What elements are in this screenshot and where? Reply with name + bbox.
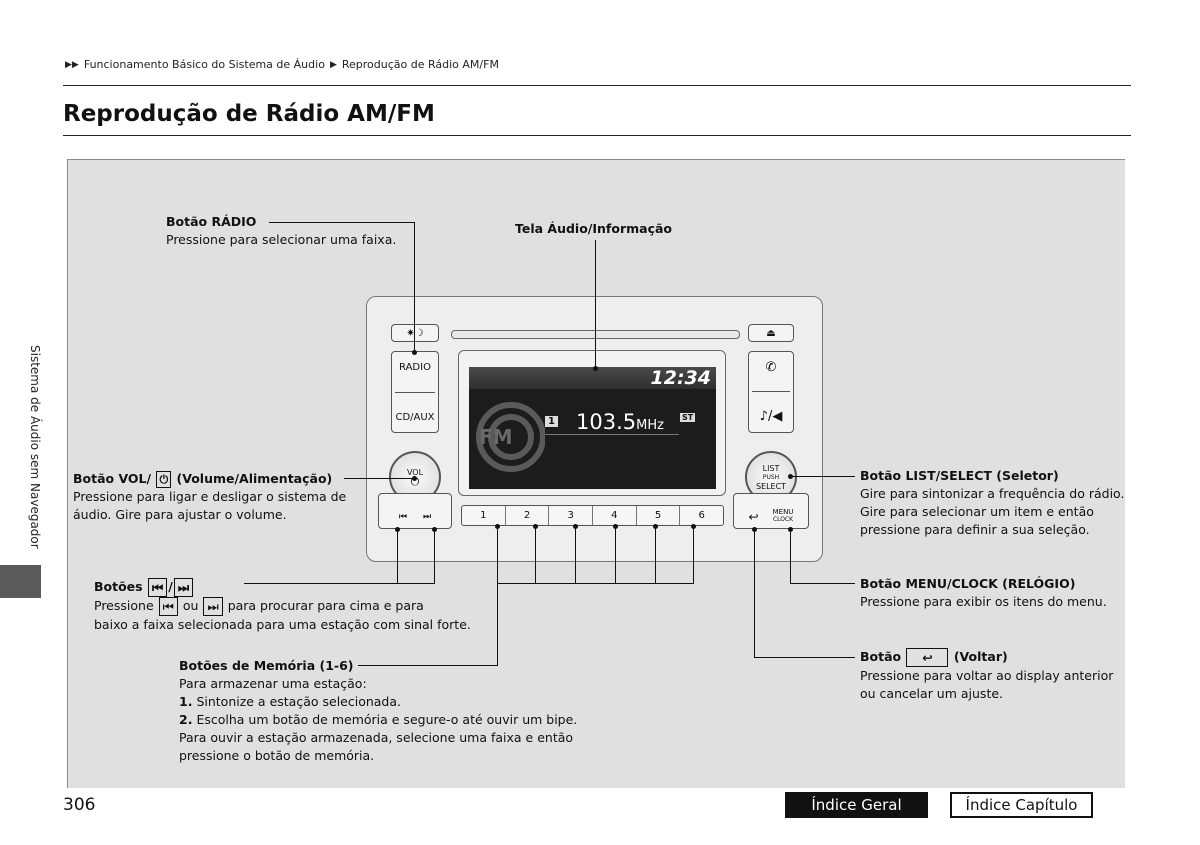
chapter-side-label: Sistema de Áudio sem Navegador bbox=[28, 345, 42, 549]
screen-clock: 12:34 bbox=[650, 367, 711, 389]
screen-top-bar: 12:34 bbox=[469, 367, 716, 389]
index-general-button[interactable]: Índice Geral bbox=[785, 792, 928, 818]
brightness-button: ✷☽ bbox=[391, 324, 439, 342]
eject-icon: ⏏ bbox=[766, 327, 776, 339]
screen-callout: Tela Áudio/Informação bbox=[515, 221, 673, 236]
cd-aux-button: CD/AUX bbox=[395, 411, 435, 423]
page-title: Reprodução de Rádio AM/FM bbox=[63, 101, 435, 127]
breadcrumb-arrows-icon: ▶▶ bbox=[65, 59, 79, 70]
radio-button: RADIO bbox=[399, 361, 431, 373]
preset-button-3: 3 bbox=[549, 506, 594, 525]
preset-button-4: 4 bbox=[593, 506, 637, 525]
audio-info-screen: 12:34 FM 1 103.5MHz ST bbox=[469, 367, 716, 489]
breadcrumb: ▶▶ Funcionamento Básico do Sistema de Áu… bbox=[65, 58, 499, 71]
frequency-readout: 103.5MHz bbox=[576, 410, 664, 434]
chapter-tab-marker bbox=[0, 565, 41, 598]
phone-media-button-group: ✆ ♪/◀ bbox=[748, 351, 794, 433]
power-icon: ⏻ bbox=[410, 475, 420, 488]
seek-back-icon: ⏮ bbox=[147, 578, 168, 597]
seek-buttons: ⏮⏭ bbox=[378, 493, 452, 529]
power-icon: ⏻ bbox=[156, 471, 172, 488]
back-callout: Botão ↩ (Voltar) Pressione para voltar a… bbox=[860, 648, 1114, 701]
seek-forward-icon: ⏭ bbox=[423, 512, 432, 522]
seek-callout: Botões ⏮/⏭ Pressione ⏮ ou ⏭ para procura… bbox=[94, 578, 471, 632]
divider bbox=[63, 135, 1131, 136]
back-icon: ↩ bbox=[906, 648, 949, 667]
breadcrumb-item[interactable]: Funcionamento Básico do Sistema de Áudio bbox=[83, 58, 325, 71]
preset-button-2: 2 bbox=[506, 506, 550, 525]
divider bbox=[63, 85, 1131, 86]
preset-button-5: 5 bbox=[637, 506, 681, 525]
preset-button-1: 1 bbox=[462, 506, 506, 525]
back-icon: ↩ bbox=[748, 510, 759, 524]
breadcrumb-arrow-icon: ▶ bbox=[329, 59, 337, 70]
memory-callout: Botões de Memória (1-6) Para armazenar u… bbox=[179, 658, 578, 763]
phone-icon: ✆ bbox=[765, 360, 777, 376]
brightness-icon: ✷☽ bbox=[406, 327, 424, 339]
breadcrumb-item-current: Reprodução de Rádio AM/FM bbox=[341, 58, 499, 71]
vol-callout: Botão VOL/ ⏻ (Volume/Alimentação) Pressi… bbox=[73, 471, 347, 522]
menu-clock-callout: Botão MENU/CLOCK (RELÓGIO)Pressione para… bbox=[860, 576, 1107, 609]
band-label: FM bbox=[479, 425, 513, 449]
seek-forward-icon: ⏭ bbox=[203, 597, 223, 616]
eject-button: ⏏ bbox=[748, 324, 794, 342]
page-number: 306 bbox=[63, 795, 96, 815]
stereo-badge: ST bbox=[680, 413, 696, 422]
fm-signal-icon: FM bbox=[476, 402, 545, 472]
seek-forward-icon: ⏭ bbox=[173, 578, 194, 597]
index-chapter-button[interactable]: Índice Capítulo bbox=[950, 792, 1093, 818]
music-voice-icon: ♪/◀ bbox=[759, 408, 783, 424]
preset-button-6: 6 bbox=[698, 510, 705, 521]
preset-buttons: 1 2 3 4 5 6 bbox=[461, 505, 724, 526]
seek-back-icon: ⏮ bbox=[158, 597, 178, 616]
seek-back-icon: ⏮ bbox=[398, 512, 407, 522]
radio-cdaux-button-group: RADIO CD/AUX bbox=[391, 351, 439, 433]
list-select-callout: Botão LIST/SELECT (Seletor) Gire para si… bbox=[860, 468, 1125, 537]
preset-indicator: 1 bbox=[545, 416, 558, 427]
